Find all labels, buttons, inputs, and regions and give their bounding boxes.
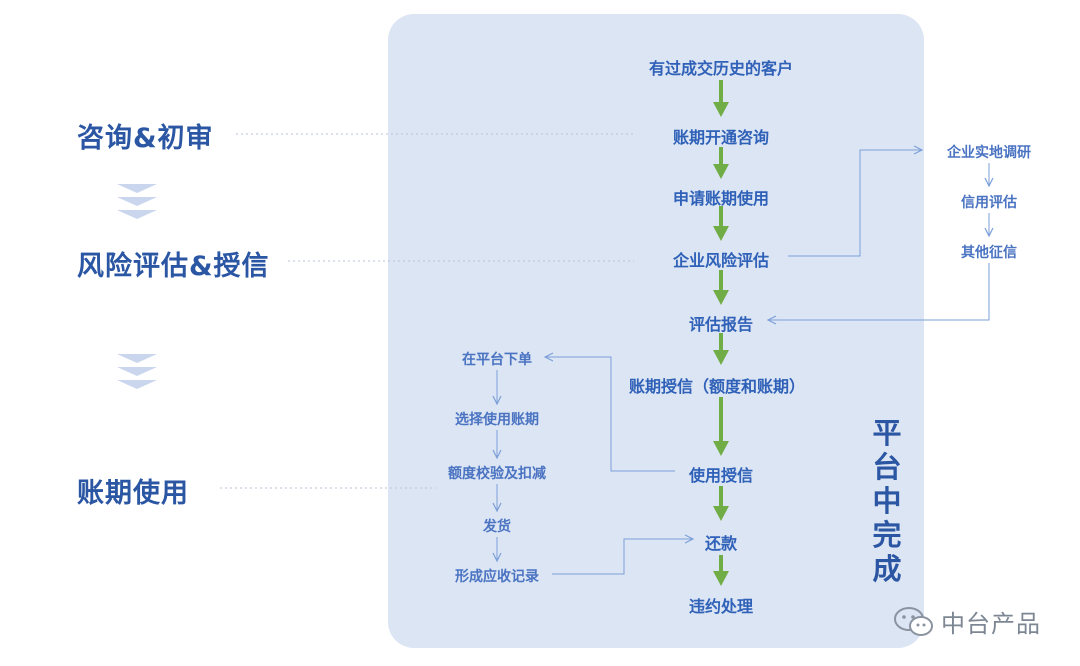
flow-node-existing-customer: 有过成交历史的客户 [648, 59, 794, 78]
flow-node-credit-consult: 账期开通咨询 [672, 128, 770, 147]
flow-node-repayment: 还款 [704, 534, 738, 553]
risk-node-site-survey: 企业实地调研 [947, 145, 1031, 161]
usage-node-place-order: 在平台下单 [462, 352, 532, 368]
chevron-down-icon [117, 354, 157, 389]
flow-node-credit-grant: 账期授信（额度和账期） [628, 377, 806, 396]
usage-node-receivable: 形成应收记录 [455, 569, 539, 585]
stage-label-risk: 风险评估&授信 [77, 251, 270, 282]
watermark-text: 中台产品 [941, 610, 1041, 638]
usage-node-ship: 发货 [483, 519, 511, 535]
flow-node-apply-credit: 申请账期使用 [672, 189, 770, 208]
watermark: 中台产品 [893, 604, 1041, 639]
flow-node-default-handling: 违约处理 [688, 597, 754, 616]
usage-branch-connectors [497, 357, 693, 575]
risk-node-credit-eval: 信用评估 [961, 195, 1017, 211]
wechat-icon [894, 606, 933, 636]
risk-node-other-credit: 其他征信 [961, 245, 1017, 261]
main-arrows [713, 80, 729, 586]
panel-title: 平台中完成 [872, 416, 902, 586]
main-arrow [713, 486, 729, 521]
main-arrow [713, 147, 729, 179]
main-arrow [713, 333, 729, 365]
stage-label-consult: 咨询&初审 [77, 123, 214, 154]
stage-label-usage: 账期使用 [77, 478, 189, 509]
main-arrow [713, 206, 729, 241]
flow-node-risk-assessment: 企业风险评估 [672, 251, 770, 270]
main-arrow [713, 270, 729, 305]
usage-node-choose-term: 选择使用账期 [455, 412, 539, 428]
flow-node-use-credit: 使用授信 [688, 466, 754, 485]
risk-branch-connectors [768, 150, 989, 320]
chevron-down-icon [117, 184, 157, 219]
main-arrow [713, 80, 729, 117]
platform-panel [388, 14, 924, 648]
main-arrow [713, 555, 729, 586]
main-arrow [713, 397, 729, 456]
usage-node-quota-check: 额度校验及扣减 [448, 466, 546, 482]
flow-node-assessment-report: 评估报告 [688, 315, 754, 334]
